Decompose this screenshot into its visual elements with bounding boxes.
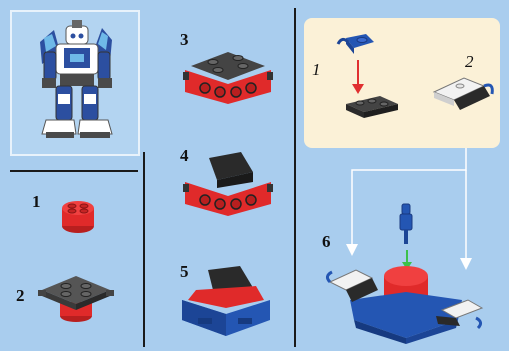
substep-number-1: 1 (312, 60, 321, 80)
vertical-divider-right (294, 8, 296, 347)
plate-on-round-brick-icon (38, 272, 114, 324)
step-number-6: 6 (322, 232, 331, 252)
vertical-divider-left (143, 152, 145, 347)
clip-piece-icon (336, 32, 376, 58)
final-assembly-icon (326, 262, 486, 344)
step-number-2: 2 (16, 286, 25, 306)
robot-model-image (12, 12, 142, 158)
step3-assembly-icon (183, 44, 273, 108)
red-round-brick-icon (58, 196, 98, 236)
step-number-1: 1 (32, 192, 41, 212)
dark-plate-icon (342, 92, 402, 120)
step4-assembly-icon (183, 148, 273, 220)
horizontal-divider-left (10, 170, 138, 172)
step5-assembly-icon (178, 266, 274, 338)
substep-number-2: 2 (465, 52, 474, 72)
finished-model-thumbnail (10, 10, 140, 156)
wing-subassembly-icon (426, 72, 494, 112)
blue-pin-icon (396, 204, 416, 246)
down-arrow-icon (352, 60, 364, 96)
